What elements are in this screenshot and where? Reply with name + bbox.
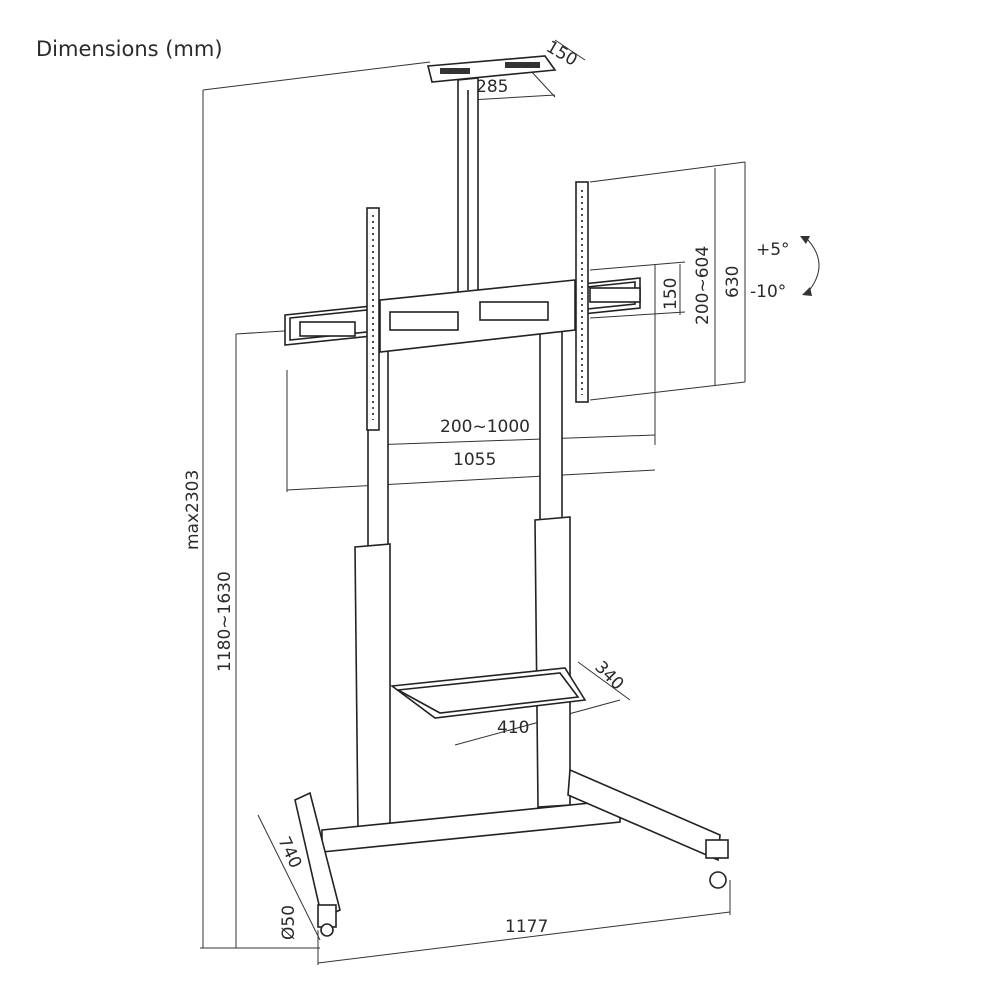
label-shelf-width: 410 [497,718,529,738]
label-center-height-range: 1180~1630 [215,571,235,672]
stand-columns [354,327,571,831]
dimension-labels: 150 285 +5° -10° 200~604 630 150 200~100… [183,37,790,940]
shelf [389,667,587,719]
vesa-bracket [284,181,641,431]
dimension-lines [200,39,820,965]
label-top-plate-width: 285 [476,77,508,97]
label-tilt-down: -10° [750,282,786,302]
label-base-depth: 740 [273,834,305,872]
label-shelf-depth: 340 [590,657,627,694]
label-max-height: max2303 [183,470,203,550]
tilt-arrow-icon [807,239,820,293]
caster-icon [709,871,727,889]
label-vesa-vertical-range: 200~604 [693,246,713,325]
label-vesa-horizontal-range: 200~1000 [440,417,530,437]
label-base-width: 1177 [505,917,548,937]
label-bracket-height: 630 [723,266,743,298]
label-bracket-width: 1055 [453,450,496,470]
stand-base [294,768,729,937]
diagram-title: Dimensions (mm) [36,37,223,61]
caster-icon [320,923,334,937]
label-tilt-up: +5° [756,240,790,260]
label-vesa-vertical-min: 150 [661,278,681,310]
stand-top [426,55,557,298]
label-caster-diameter: Ø50 [279,905,299,940]
